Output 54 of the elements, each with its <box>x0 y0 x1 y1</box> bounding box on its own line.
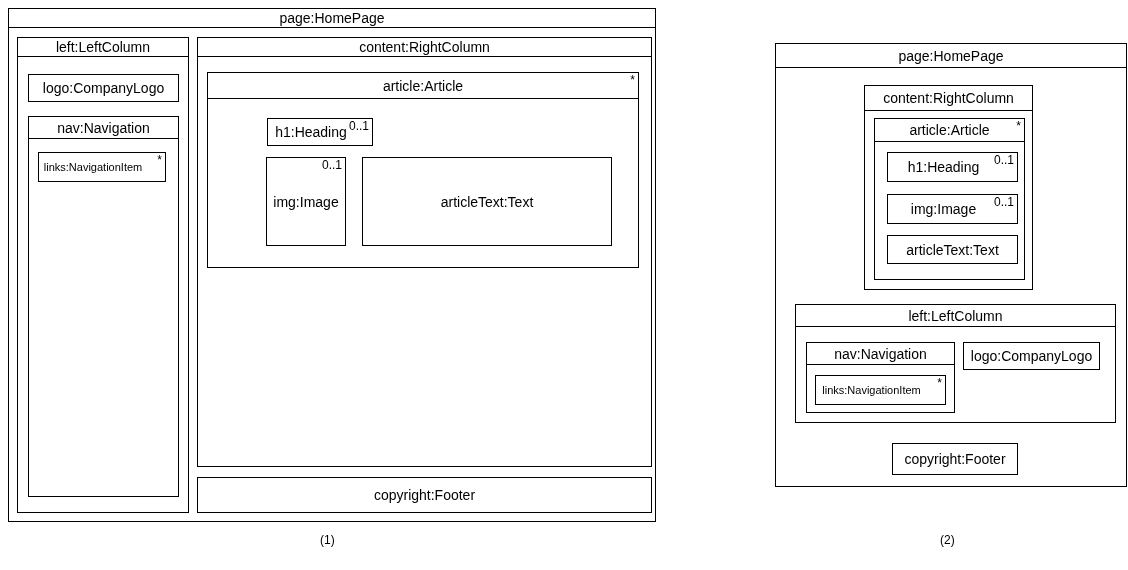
part-box <box>892 443 1018 475</box>
part-frame <box>864 85 1033 290</box>
part-name: img:Image <box>910 201 977 217</box>
multiplicity-label: 0..1 <box>349 119 369 133</box>
part-box <box>362 157 612 246</box>
part-frame <box>8 8 656 522</box>
part-box <box>197 477 652 513</box>
part-box <box>815 375 946 405</box>
part-name: copyright:Footer <box>373 487 476 503</box>
part-box <box>887 152 1018 182</box>
part-box <box>887 194 1018 224</box>
multiplicity-label: * <box>630 73 635 87</box>
part-title: article:Article <box>909 122 990 138</box>
figure-label: (1) <box>320 533 335 547</box>
multiplicity-label: * <box>157 153 162 167</box>
multiplicity-label: * <box>937 376 942 390</box>
part-title: article:Article <box>382 77 464 94</box>
multiplicity-label: 0..1 <box>322 158 342 172</box>
part-frame <box>775 43 1127 487</box>
part-frame <box>874 118 1025 280</box>
part-title: nav:Navigation <box>57 119 150 136</box>
multiplicity-label: 0..1 <box>994 195 1014 209</box>
part-frame <box>806 342 955 413</box>
multiplicity-label: 0..1 <box>994 153 1014 167</box>
part-box <box>38 152 166 182</box>
part-box <box>266 157 346 246</box>
part-name: img:Image <box>273 193 339 210</box>
part-name: copyright:Footer <box>904 451 1006 467</box>
part-name: h1:Heading <box>275 124 347 140</box>
part-box <box>267 118 373 146</box>
part-name: h1:Heading <box>907 159 980 175</box>
figure-label: (2) <box>940 533 955 547</box>
part-title: left:LeftColumn <box>908 307 1003 324</box>
part-frame <box>197 37 652 467</box>
part-name: logo:CompanyLogo <box>970 348 1093 364</box>
part-name: links:NavigationItem <box>822 384 921 396</box>
part-name: articleText:Text <box>440 193 534 210</box>
part-frame <box>795 304 1116 423</box>
part-frame <box>28 116 179 497</box>
multiplicity-label: * <box>1016 119 1021 133</box>
part-name: logo:CompanyLogo <box>42 80 165 96</box>
part-title: page:HomePage <box>279 10 385 26</box>
part-title: content:RightColumn <box>883 90 1014 106</box>
part-box <box>887 235 1018 264</box>
part-name: links:NavigationItem <box>43 161 143 173</box>
part-title: content:RightColumn <box>359 39 490 55</box>
part-title: nav:Navigation <box>834 345 927 362</box>
part-title: page:HomePage <box>898 47 1004 64</box>
part-title: left:LeftColumn <box>55 39 151 55</box>
part-box <box>28 74 179 102</box>
part-frame <box>207 72 639 268</box>
part-name: articleText:Text <box>906 241 999 258</box>
part-box <box>963 342 1100 370</box>
part-frame <box>17 37 189 513</box>
